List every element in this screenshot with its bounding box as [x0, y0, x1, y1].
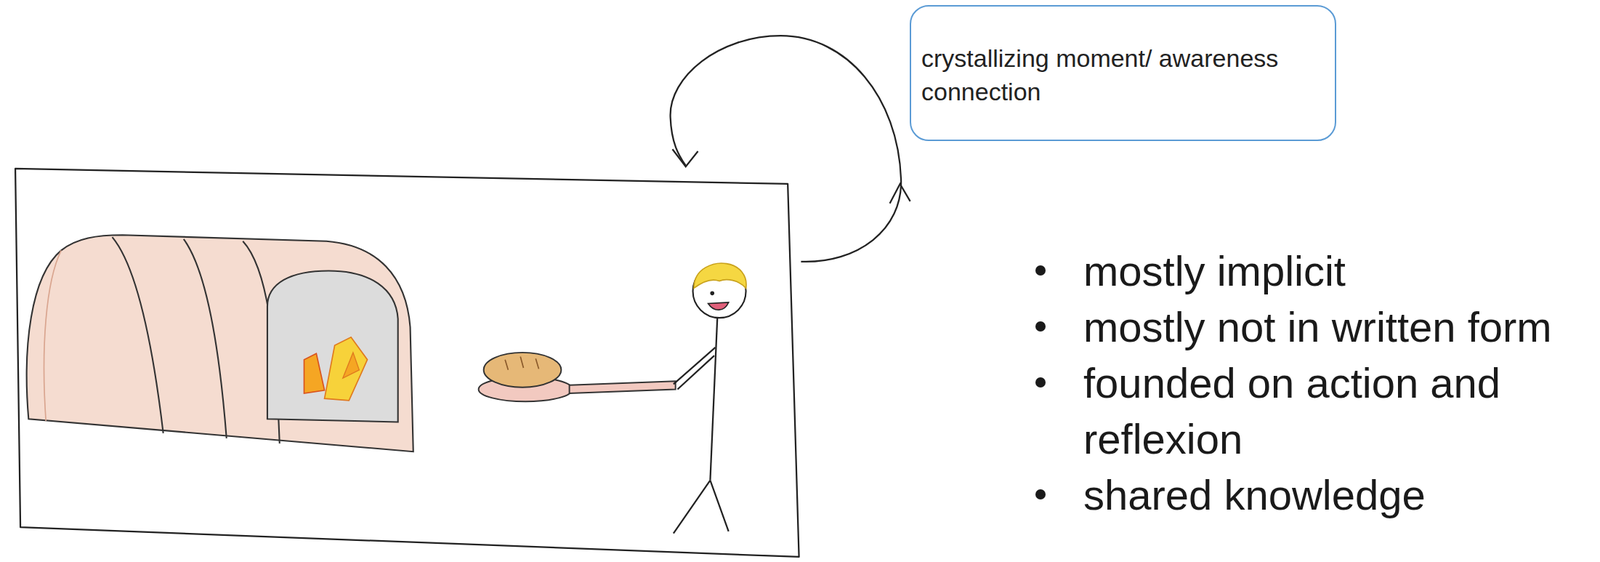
- callout-text: crystallizing moment/ awareness connecti…: [921, 41, 1325, 109]
- oven-flame: [303, 353, 325, 394]
- baker-arms: [673, 347, 716, 390]
- bullet-text: founded on action and reflexion: [1083, 358, 1501, 463]
- bread-scoring: [504, 356, 539, 370]
- baker-legs: [673, 480, 729, 534]
- bullet-dot: [1035, 265, 1046, 276]
- oven-shade: [44, 249, 62, 421]
- scene-frame: [15, 168, 800, 557]
- arrow-head: [890, 183, 911, 204]
- bullet-text: mostly not in written form: [1083, 302, 1553, 351]
- arrow-head: [672, 148, 698, 167]
- loop-arrow: [670, 35, 902, 262]
- baker-mouth: [708, 302, 729, 310]
- oven-flame: [324, 337, 368, 401]
- bullet-text: shared knowledge: [1083, 470, 1426, 519]
- baker-hair: [693, 263, 747, 288]
- peel-handle: [569, 380, 676, 394]
- bread-loaf: [483, 352, 562, 388]
- bullet-item: mostly implicit: [1083, 242, 1578, 299]
- bullet-text: mostly implicit: [1083, 247, 1346, 295]
- oven-opening: [267, 270, 399, 422]
- bullet-dot: [1035, 321, 1046, 332]
- bullet-item: founded on action and reflexion: [1083, 354, 1578, 467]
- baker-eye: [709, 291, 715, 296]
- bullet-item: shared knowledge: [1083, 466, 1578, 523]
- oven-rib: [111, 236, 163, 434]
- bullet-dot: [1035, 377, 1046, 388]
- bullet-dot: [1035, 489, 1046, 500]
- oven-body: [26, 234, 414, 452]
- callout-box: crystallizing moment/ awareness connecti…: [909, 5, 1337, 141]
- baker-body: [709, 317, 718, 480]
- bullet-list: mostly implicit mostly not in written for…: [1083, 242, 1578, 523]
- bullet-item: mostly not in written form: [1083, 298, 1578, 355]
- oven-flame: [342, 352, 359, 378]
- oven-rib: [183, 239, 227, 439]
